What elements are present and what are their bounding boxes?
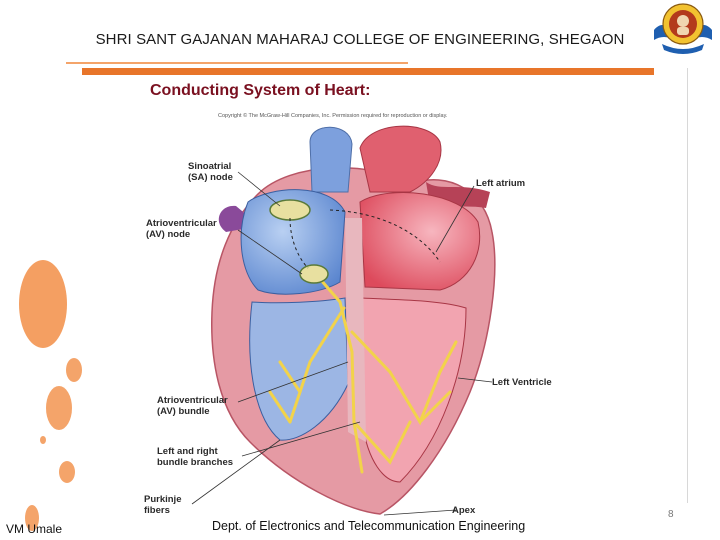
- college-title: SHRI SANT GAJANAN MAHARAJ COLLEGE OF ENG…: [95, 31, 625, 48]
- label-sa-node: Sinoatrial (SA) node: [188, 161, 233, 183]
- slide-heading: Conducting System of Heart:: [150, 82, 371, 99]
- label-purkinje-fibers: Purkinje fibers: [144, 494, 182, 516]
- label-apex: Apex: [452, 505, 476, 516]
- page-number: 8: [668, 509, 674, 520]
- label-av-node: Atrioventricular (AV) node: [146, 218, 217, 240]
- decorative-dots: [19, 260, 82, 531]
- right-guide-line: [687, 68, 688, 503]
- college-seal-icon: [654, 3, 712, 54]
- figure-copyright: Copyright © The McGraw-Hill Companies, I…: [218, 113, 448, 119]
- label-left-ventricle: Left Ventricle: [492, 377, 552, 388]
- label-left-atrium: Left atrium: [476, 178, 526, 189]
- footer-department: Dept. of Electronics and Telecommunicati…: [212, 519, 526, 533]
- heart-conduction-illustration: [191, 125, 496, 516]
- header-rule-gap: [408, 64, 412, 68]
- header-rule-thin: [66, 62, 408, 64]
- label-av-bundle: Atrioventricular (AV) bundle: [157, 395, 228, 417]
- header-rule-thick: [82, 68, 654, 75]
- footer-author: VM Umale: [6, 522, 63, 536]
- label-bundle-branches: Left and right bundle branches: [157, 446, 234, 468]
